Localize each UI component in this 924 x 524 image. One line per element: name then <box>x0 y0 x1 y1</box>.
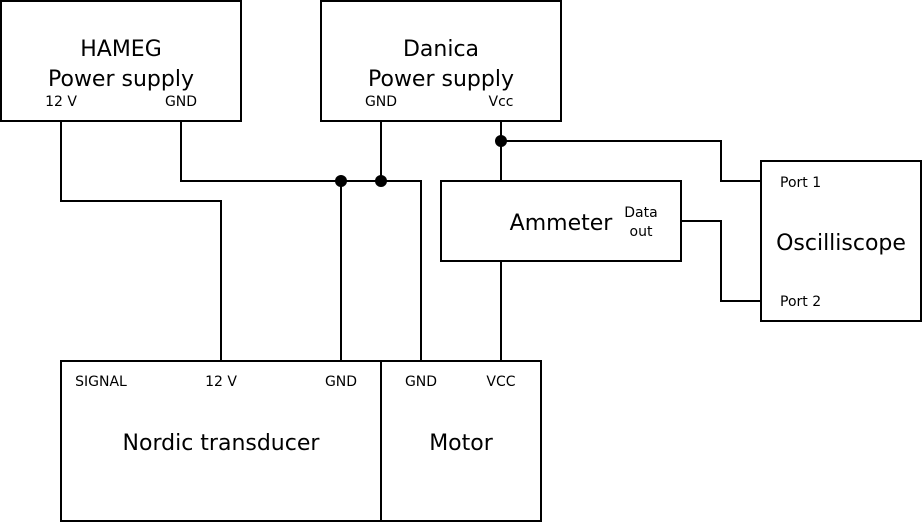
motor-label: Motor <box>429 431 494 456</box>
motor: Motor GND VCC <box>380 360 542 522</box>
ammeter-out-label: out <box>630 224 653 240</box>
danica-vcc-pin-label: Vcc <box>489 94 514 110</box>
junction-dot <box>495 135 507 147</box>
hameg-title: HAMEG <box>80 37 162 62</box>
wire-hameg-gnd-to-ground-bus <box>180 121 422 361</box>
junction-dot <box>335 175 347 187</box>
ammeter: Ammeter Data out <box>440 180 682 262</box>
hameg-subtitle: Power supply <box>48 67 194 92</box>
wire-ammeter-data-to-oscilloscope-port2 <box>681 220 761 302</box>
oscilloscope-label: Oscilliscope <box>776 231 906 256</box>
wire-hameg-12v-to-transducer-12v <box>60 121 222 361</box>
wire-vcc-to-oscilloscope-port1 <box>501 140 761 182</box>
transducer-gnd-pin-label: GND <box>325 374 357 390</box>
motor-box <box>380 360 542 522</box>
oscilloscope-port1-label: Port 1 <box>780 175 821 191</box>
junction-dot <box>375 175 387 187</box>
hameg-power-supply: HAMEG Power supply 12 V GND <box>0 0 242 122</box>
oscilloscope-port2-label: Port 2 <box>780 294 821 310</box>
oscilloscope: Oscilliscope Port 1 Port 2 <box>760 160 922 322</box>
danica-gnd-pin-label: GND <box>365 94 397 110</box>
danica-subtitle: Power supply <box>368 67 514 92</box>
hameg-gnd-pin-label: GND <box>165 94 197 110</box>
nordic-transducer: Nordic transducer SIGNAL 12 V GND <box>60 360 382 522</box>
ammeter-box <box>440 180 682 262</box>
danica-box <box>320 0 562 122</box>
ammeter-label: Ammeter <box>510 211 614 236</box>
ammeter-data-label: Data <box>624 205 657 221</box>
danica-title: Danica <box>403 37 479 62</box>
transducer-label: Nordic transducer <box>123 431 321 456</box>
oscilloscope-box <box>760 160 922 322</box>
danica-power-supply: Danica Power supply GND Vcc <box>320 0 562 122</box>
motor-gnd-pin-label: GND <box>405 374 437 390</box>
transducer-signal-pin-label: SIGNAL <box>75 374 127 390</box>
motor-vcc-pin-label: VCC <box>486 374 515 390</box>
wires <box>60 121 761 361</box>
hameg-box <box>0 0 242 122</box>
hameg-12v-pin-label: 12 V <box>45 94 77 110</box>
transducer-12v-pin-label: 12 V <box>205 374 237 390</box>
